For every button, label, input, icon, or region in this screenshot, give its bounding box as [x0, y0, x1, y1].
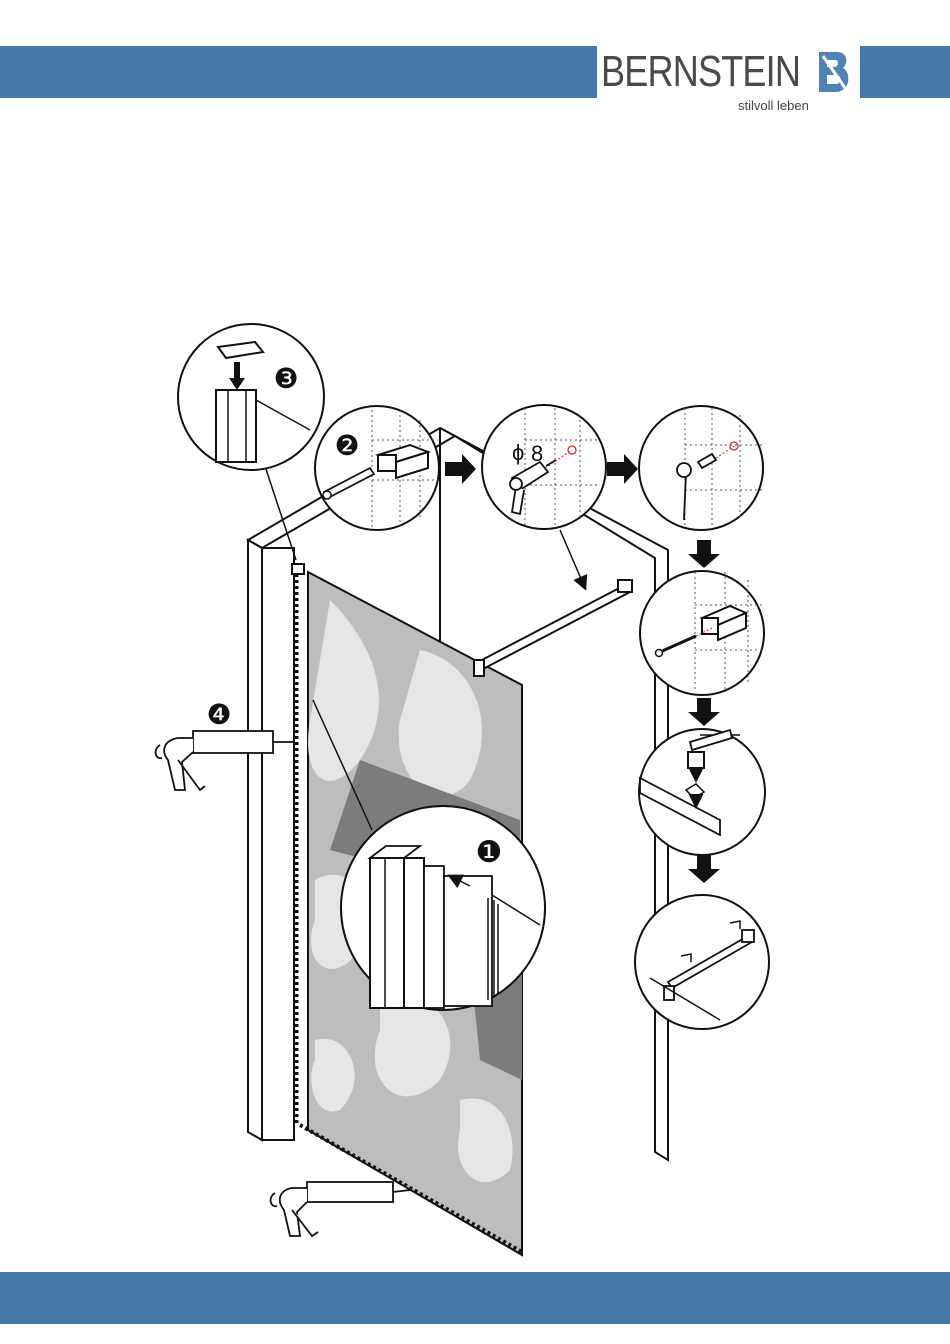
caulk-gun-icon	[271, 1182, 410, 1236]
arrow-down-icon	[688, 855, 720, 883]
detail-3-end-cap: ❸	[178, 324, 324, 470]
step-3-label: ❸	[273, 363, 298, 394]
drill-diameter-symbol: ϕ	[512, 440, 524, 465]
arrow-down-icon	[688, 540, 720, 568]
detail-stabilizer-bar	[635, 895, 769, 1029]
stabilizer-bar	[474, 580, 632, 676]
detail-1-seal-profile: ❶	[341, 806, 545, 1010]
detail-glass-clamp	[639, 729, 765, 855]
arrow-right-icon	[445, 454, 476, 484]
detail-dowel	[639, 406, 763, 530]
drill-diameter-value: 8	[531, 441, 543, 466]
arrow-down-icon	[688, 698, 720, 726]
detail-drilling: ϕ 8	[482, 405, 606, 529]
arrow-right-icon	[607, 454, 638, 484]
detail-screw	[640, 571, 764, 695]
step-1-label: ❶	[476, 836, 503, 869]
step-2-label: ❷	[334, 430, 359, 461]
step-4-label: ❹	[206, 699, 231, 730]
detail-2-marking: ❷	[315, 406, 439, 530]
